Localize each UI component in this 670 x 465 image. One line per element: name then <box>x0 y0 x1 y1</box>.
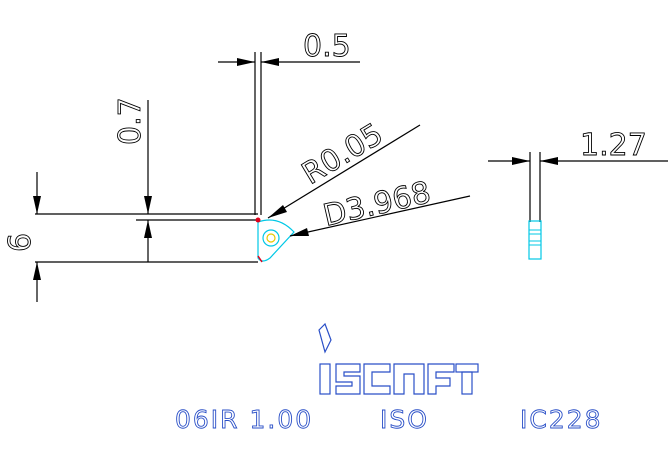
arrow-head <box>33 196 41 214</box>
standard-label: ISO <box>380 405 429 434</box>
insert-circle-inner <box>266 233 276 243</box>
dim-width-group: 0.5 <box>218 29 360 215</box>
arrow-head <box>540 157 558 165</box>
arrow-head <box>237 58 255 66</box>
arrow-head <box>144 220 152 238</box>
logo-dot <box>318 322 332 354</box>
arrow-head <box>268 205 287 218</box>
grade-label: IC228 <box>520 405 603 434</box>
leader-line <box>289 195 471 237</box>
iscar-logo <box>318 322 479 395</box>
logo-bar <box>455 363 479 373</box>
diameter-label: D3.968 <box>320 175 434 234</box>
logo-letter-r <box>427 363 455 395</box>
arrow-head <box>33 262 41 280</box>
arrow-head <box>290 228 309 236</box>
logo-letter-a <box>393 363 425 395</box>
dim-width-label: 0.5 <box>303 29 351 64</box>
logo-letter-c <box>363 363 391 395</box>
dim-depth-group: 6 <box>3 172 41 302</box>
insert-designation: 06IR 1.00 <box>175 405 313 434</box>
insert-tip-marker-bottom <box>257 255 263 263</box>
side-view-insert <box>528 220 542 260</box>
radius-label: R0.05 <box>296 117 389 192</box>
thickness-label: 1.27 <box>580 128 647 163</box>
logo-stem <box>461 371 473 395</box>
insert-circle-outer <box>262 229 280 247</box>
insert-tip-marker <box>255 217 261 223</box>
dim-height-group: 0.7 <box>113 97 152 262</box>
logo-letter-i <box>319 363 331 395</box>
arrow-head <box>144 196 152 214</box>
insert-profile <box>255 217 295 263</box>
logo-letter-s <box>335 363 361 395</box>
arrow-head <box>261 58 279 66</box>
arrow-head <box>512 157 530 165</box>
side-view-group: 1.27 <box>488 128 668 260</box>
leader-line <box>267 124 421 219</box>
dim-height-label: 0.7 <box>113 97 148 145</box>
dim-depth-label: 6 <box>3 233 38 252</box>
